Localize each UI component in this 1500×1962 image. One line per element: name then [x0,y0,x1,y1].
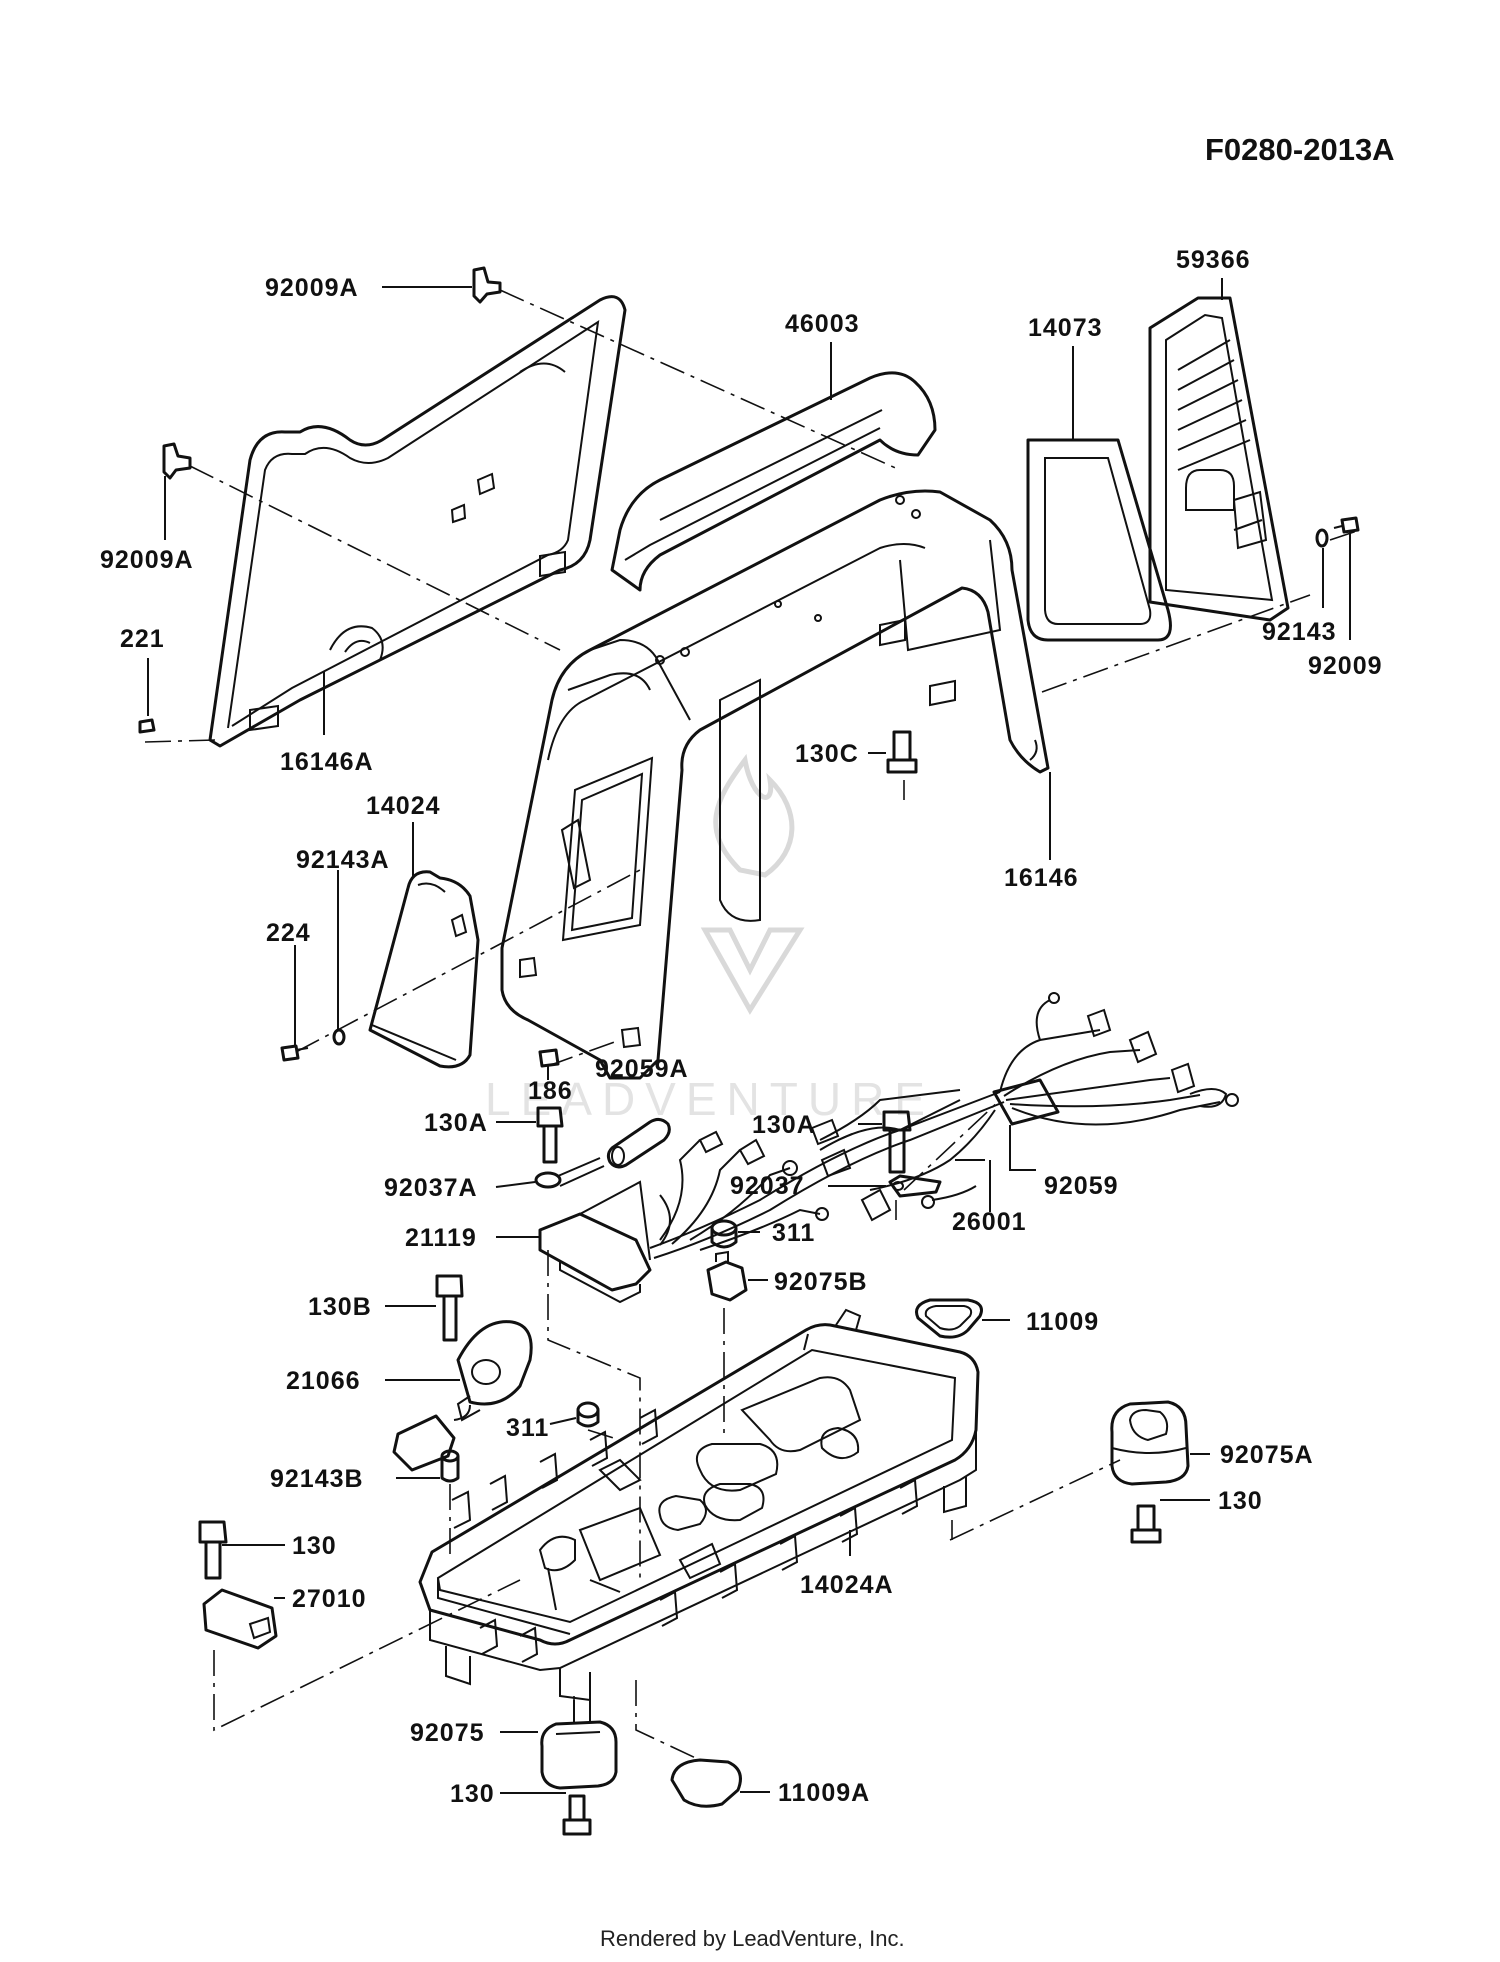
callout-14024: 14024 [366,792,441,820]
callout-11009A: 11009A [778,1779,870,1807]
gasket-11009-drawing [915,1298,983,1339]
callout-92143B: 92143B [270,1465,364,1493]
main-housing-16146-drawing [500,489,1050,1080]
callout-46003: 46003 [785,310,860,338]
callout-92075: 92075 [410,1719,485,1747]
leadventure-watermark: LEADVENTURE [485,753,935,1125]
watermark-text: LEADVENTURE [485,1073,935,1125]
protector-92059-drawing [992,1078,1060,1126]
callout-labels: 92009A 92009A 221 16146A 46003 14073 593… [100,246,1383,1808]
relay-21066-drawing [392,1320,533,1472]
nut-311-drawing [710,1219,738,1249]
tube-92059A-drawing [606,1117,671,1169]
callout-92009A-left: 92009A [100,546,194,574]
callout-11009: 11009 [1026,1308,1099,1336]
frame-14073-drawing [1026,438,1172,642]
callout-92009A: 92009A [265,274,359,302]
callout-92059A: 92059A [595,1055,689,1083]
wire-harness-26001-drawing [649,992,1239,1259]
bolt-130B-drawing [435,1274,464,1342]
callout-14073: 14073 [1028,314,1103,342]
bolt-130A-left-drawing [536,1106,564,1164]
callout-92059: 92059 [1044,1172,1119,1200]
callout-130-right: 130 [1218,1487,1263,1515]
callout-92037A: 92037A [384,1174,478,1202]
leader-lines [147,278,1351,1794]
callout-27010: 27010 [292,1585,367,1613]
bolt-221-drawing [138,718,156,734]
footer-credit: Rendered by LeadVenture, Inc. [600,1926,905,1951]
pad-11009A-drawing [670,1758,742,1808]
base-tray-14024A-drawing [418,1308,980,1702]
callout-92009: 92009 [1308,652,1383,680]
cover-14024-drawing [368,870,480,1069]
callout-92075A: 92075A [1220,1441,1314,1469]
damper-92075B-drawing [706,1250,748,1302]
callout-130B: 130B [308,1293,372,1321]
callout-26001: 26001 [952,1208,1027,1236]
callout-21119: 21119 [405,1224,477,1252]
alignment-lines [144,289,1361,1761]
callout-92037: 92037 [730,1172,805,1200]
callout-14024A: 14024A [800,1571,894,1599]
band-92037A-drawing [534,1157,605,1189]
callout-130A-left: 130A [424,1109,488,1137]
band-92037-drawing [888,1174,942,1198]
callout-130-bottom: 130 [450,1780,495,1808]
callout-130A: 130A [752,1111,816,1139]
handle-46003-drawing [610,371,937,592]
callout-16146: 16146 [1004,864,1079,892]
washer-92143A-drawing [332,1028,346,1046]
spacer-92143B-drawing [440,1449,460,1483]
bolt-130-left-drawing [198,1520,228,1580]
callout-221: 221 [120,625,165,653]
callout-92143: 92143 [1262,618,1337,646]
callout-186: 186 [528,1077,573,1105]
callout-311-lower: 311 [506,1414,549,1442]
module-27010-drawing [202,1588,278,1650]
washer-92143-drawing [1315,528,1329,548]
callout-224: 224 [266,919,311,947]
callout-92075B: 92075B [774,1268,868,1296]
screw-92009A-top-drawing [472,266,502,304]
bolt-130-right-drawing [1130,1504,1162,1544]
bolt-130C-drawing [886,730,918,774]
box-21119-drawing [538,1180,652,1304]
nut-311-lower-drawing [576,1401,600,1428]
screw-92009-drawing [1333,516,1360,534]
damper-92075A-drawing [1110,1400,1190,1486]
callout-16146A: 16146A [280,748,374,776]
callout-92143A: 92143A [296,846,390,874]
callout-59366: 59366 [1176,246,1251,274]
screw-92009A-left-drawing [162,442,192,480]
damper-92075-drawing [540,1700,618,1790]
callout-21066: 21066 [286,1367,361,1395]
louver-cover-59366-drawing [1148,296,1290,622]
side-panel-16146A-drawing [208,295,627,748]
callout-130C: 130C [795,740,859,768]
callout-311: 311 [772,1219,815,1247]
bolt-130-bottom-drawing [562,1794,592,1836]
callout-130-left: 130 [292,1532,337,1560]
diagram-code: F0280-2013A [1205,132,1395,167]
